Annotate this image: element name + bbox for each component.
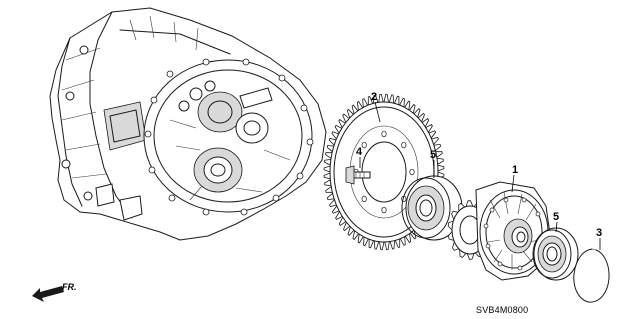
leader-lines: [359, 101, 601, 250]
front-arrow-icon: [32, 286, 64, 302]
callout-5-right: 5: [553, 211, 559, 223]
gear-bolt-hole: [361, 141, 367, 149]
differential-assembly: [447, 181, 551, 281]
bearing-left: [401, 175, 463, 241]
diagram-code: SVB4M0800: [476, 305, 528, 315]
callout-1: 1: [512, 164, 518, 176]
front-direction-marker: FR.: [32, 282, 77, 302]
gear-bolt-hole: [381, 206, 387, 214]
front-direction-label: FR.: [62, 282, 77, 292]
snap-ring: [573, 248, 610, 303]
gear-bolt-hole: [401, 141, 407, 149]
callout-4: 4: [356, 146, 363, 158]
bearing-right: [532, 227, 579, 281]
gear-bolt-hole: [381, 130, 387, 138]
transmission-housing: [49, 7, 327, 241]
callout-5-left: 5: [430, 149, 436, 161]
callout-2: 2: [371, 91, 377, 103]
gear-bolt-hole: [409, 168, 415, 176]
gear-bolt-hole: [361, 195, 367, 203]
bolt: [345, 165, 371, 185]
callout-3: 3: [596, 227, 602, 239]
